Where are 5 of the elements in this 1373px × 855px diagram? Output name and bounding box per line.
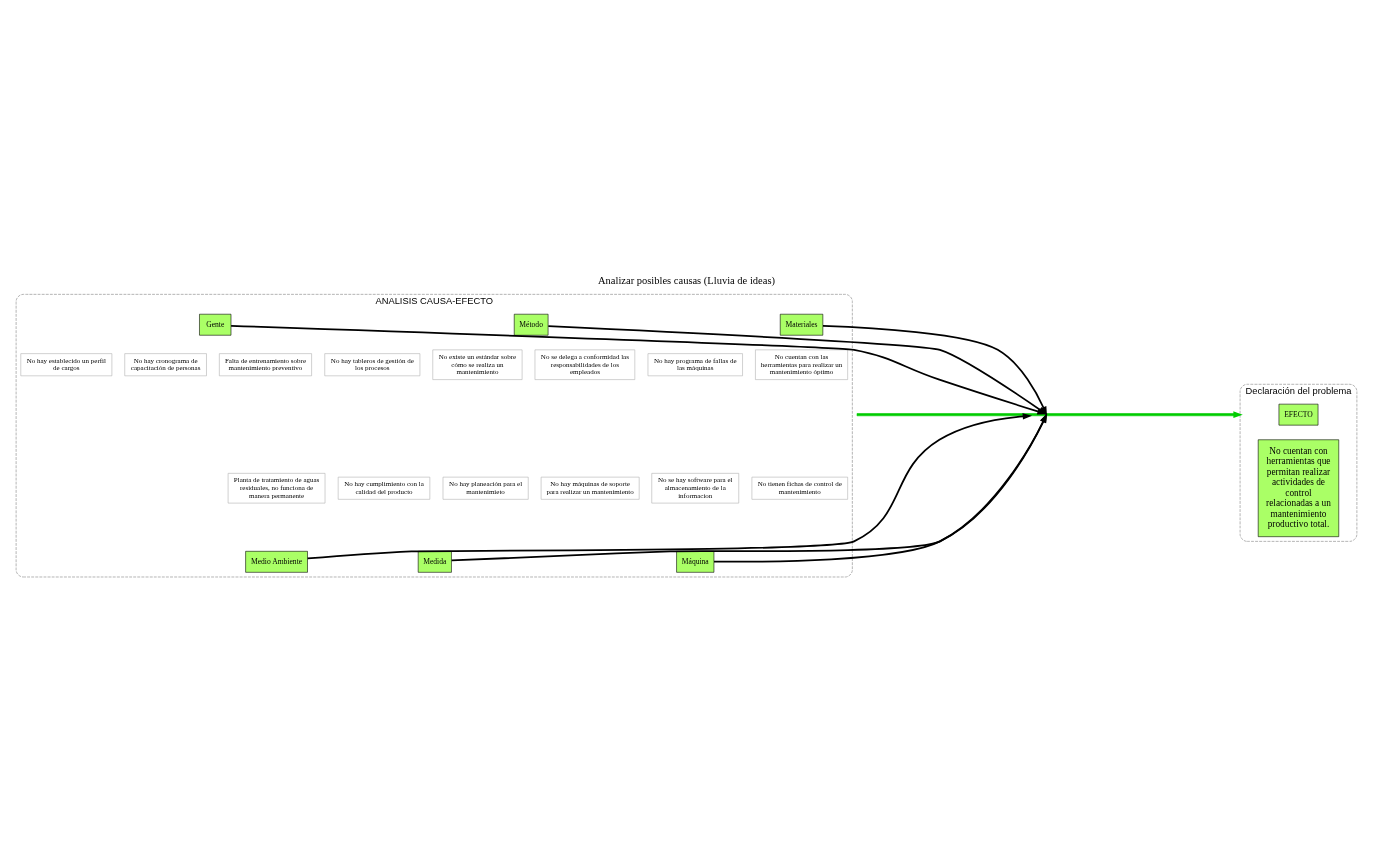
- arrow: [713, 413, 1048, 563]
- diagram-title: Analizar posibles causas (Lluvia de ideas): [598, 275, 775, 287]
- arrow: [450, 413, 1048, 562]
- node-box: No cuentan con herramientas que permitan realizar actividades de control relacionadas a un mantenimiento productivo total.: [1257, 439, 1340, 537]
- arrow: [306, 413, 1033, 560]
